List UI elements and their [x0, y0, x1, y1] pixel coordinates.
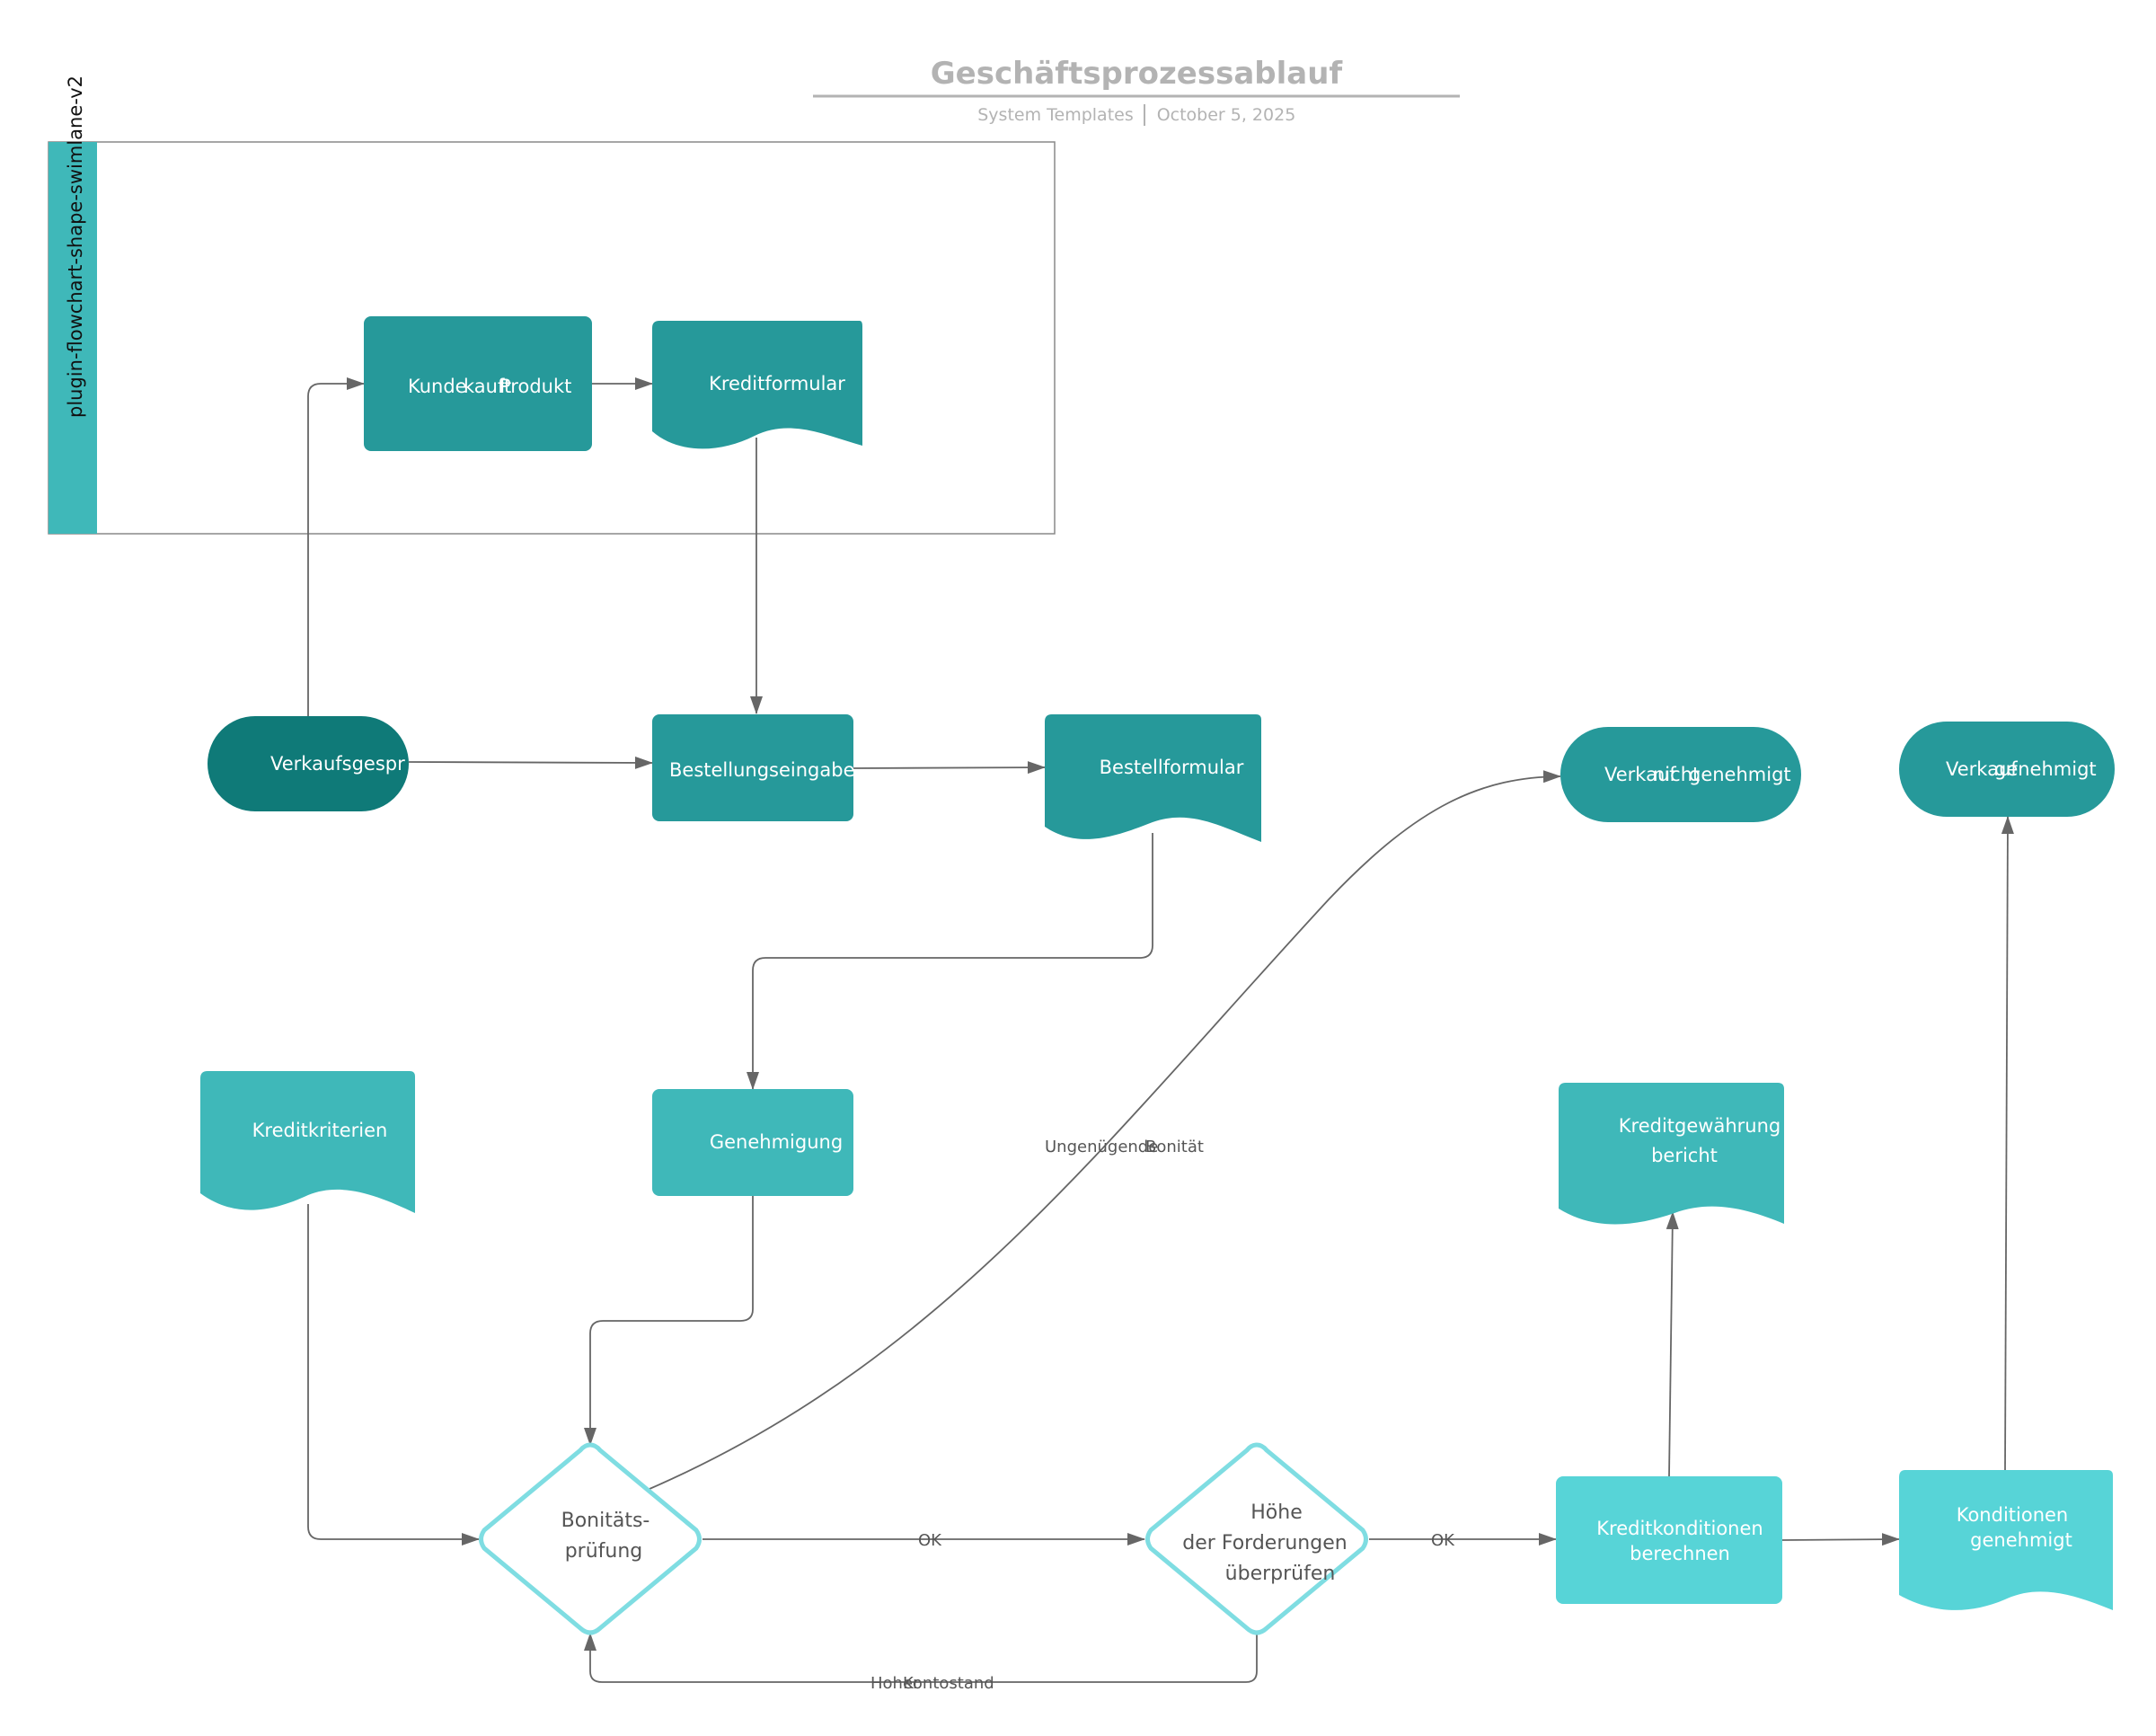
edge-verkauf-to-kunde [307, 377, 365, 716]
node-kunde-text-c: Produkt [499, 376, 571, 397]
edge-konditionen-to-verkauf-genehmigt [2001, 816, 2014, 1471]
node-bestellungseingabe-text: Bestellungseingabe [669, 759, 855, 781]
node-bonitaetspruefung[interactable]: Bonitäts- prüfung [479, 1442, 702, 1635]
node-konditionen-text-2: genehmigt [1970, 1529, 2072, 1551]
node-verkauf-genehmigt-text-a: Verkauf [1946, 758, 2018, 780]
node-verkauf-nicht-genehmigt[interactable]: Verkauf nicht genehmigt [1560, 727, 1801, 822]
node-verkauf-genehmigt-text-b: genehmigt [1994, 758, 2097, 780]
node-hoehe-text-1: Höhe [1250, 1501, 1302, 1524]
page-title: Geschäftsprozessablauf [931, 56, 1344, 92]
edge-genehmigung-to-bonitaet [584, 1196, 754, 1446]
node-hoehe-text-2: der Forderungen [1182, 1532, 1347, 1554]
swimlane-label: plugin-flowchart-shape-swimlane-v2 [65, 75, 86, 418]
node-kreditkonditionen-text-1: Kreditkonditionen [1596, 1518, 1763, 1539]
node-kunde-text-a: Kunde [408, 376, 467, 397]
node-verkauf-nicht-text-b: nicht [1653, 764, 1700, 785]
node-bestellformular-text: Bestellformular [1100, 757, 1244, 778]
node-konditionen-genehmigt[interactable]: Konditionen genehmigt [1899, 1470, 2113, 1610]
node-verkauf-nicht-text-a: Verkauf [1604, 764, 1676, 785]
edge-label-ok-2: OK [1431, 1531, 1455, 1550]
node-genehmigung-text: Genehmigung [710, 1131, 843, 1153]
header-source: System Templates [977, 105, 1134, 125]
edge-kreditkonditionen-to-konditionen [1781, 1533, 1900, 1546]
node-kreditkonditionen-text-2: berechnen [1630, 1543, 1730, 1564]
edge-kreditkonditionen-to-bericht [1666, 1211, 1679, 1477]
node-kreditkriterien[interactable]: Kreditkriterien [200, 1071, 415, 1213]
node-bonitaet-text-1: Bonitäts- [561, 1510, 650, 1532]
node-kreditformular[interactable]: Kreditformular [652, 321, 862, 449]
header-date: October 5, 2025 [1157, 105, 1296, 125]
node-verkauf-genehmigt[interactable]: Verkauf genehmigt [1899, 722, 2115, 817]
edge-label-ok-1: OK [918, 1531, 942, 1550]
node-kreditbericht-text-2: bericht [1651, 1145, 1718, 1166]
edge-kreditkriterien-to-bonitaet [307, 1204, 480, 1546]
header: Geschäftsprozessablauf System Templates … [813, 56, 1460, 126]
edge-label-hoher: Hoher [870, 1674, 920, 1693]
edge-label-kontostand: Kontostand [903, 1674, 994, 1693]
node-kreditkonditionen-berechnen[interactable]: Kreditkonditionen berechnen [1556, 1476, 1782, 1604]
node-genehmigung[interactable]: Genehmigung [652, 1089, 853, 1196]
edge-bonitaet-to-verkauf-nicht [649, 770, 1561, 1490]
node-konditionen-text-1: Konditionen [1957, 1504, 2069, 1526]
node-kunde-text-b: kauft [464, 376, 511, 397]
swimlane-header-bar [49, 142, 97, 534]
edge-labels: Ungenügende Bonität OK OK Hoher Kontosta… [870, 1138, 1455, 1693]
edge-bestellungseingabe-to-bestellformular [853, 761, 1046, 775]
nodes: Kunde kauft Produkt Kreditformular Verka… [200, 316, 2115, 1635]
edge-hoehe-to-bonitaet [584, 1633, 1258, 1683]
node-verkaufsgespraech-text: Verkaufsgespr [270, 753, 405, 775]
swimlane[interactable]: plugin-flowchart-shape-swimlane-v2 [48, 75, 1056, 535]
node-kreditkriterien-text: Kreditkriterien [252, 1120, 388, 1141]
edge-bestellformular-to-genehmigung [747, 833, 1153, 1090]
node-kunde-kauft-produkt[interactable]: Kunde kauft Produkt [364, 316, 592, 451]
node-bestellformular[interactable]: Bestellformular [1045, 714, 1261, 842]
node-kreditbericht-text-1: Kreditgewährung [1619, 1115, 1780, 1137]
edge-label-bonitaet: Bonität [1145, 1138, 1204, 1156]
edge-verkauf-to-bestellungseingabe [408, 756, 653, 769]
node-hoehe-forderungen[interactable]: Höhe der Forderungen überprüfen [1145, 1442, 1368, 1635]
node-kreditformular-text: Kreditformular [709, 373, 845, 394]
node-verkauf-nicht-text-c: genehmigt [1689, 764, 1791, 785]
edges [307, 377, 2014, 1683]
node-verkaufsgespraech[interactable]: Verkaufsgespr [208, 716, 409, 811]
node-kreditgewaehrung-bericht[interactable]: Kreditgewährung bericht [1559, 1083, 1784, 1225]
node-bestellungseingabe[interactable]: Bestellungseingabe [652, 714, 855, 821]
node-hoehe-text-3: überprüfen [1225, 1563, 1336, 1585]
edge-label-ungenuegend: Ungenügende [1045, 1138, 1158, 1156]
node-bonitaet-text-2: prüfung [565, 1540, 643, 1563]
